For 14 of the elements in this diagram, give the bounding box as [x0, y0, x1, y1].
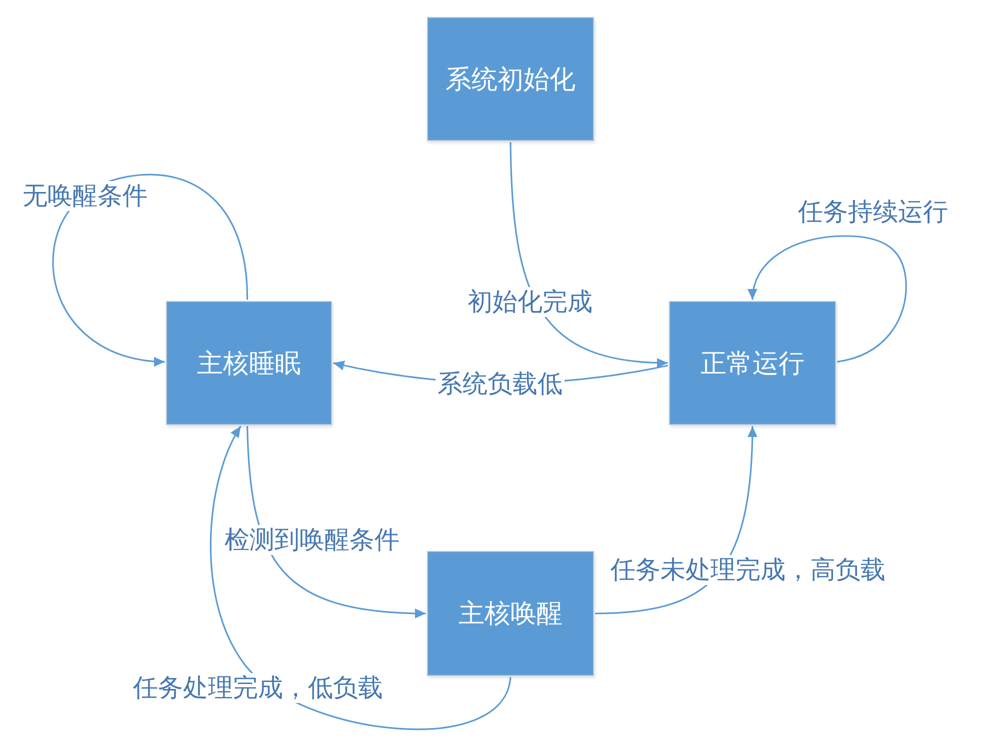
state-box: 系统初始化: [427, 17, 594, 141]
arrow: [210, 426, 512, 730]
state-box: 正常运行: [669, 301, 836, 425]
state-box: 主核唤醒: [427, 551, 594, 676]
arrow: [748, 235, 907, 363]
edge-label: 检测到唤醒条件: [222, 525, 402, 555]
state-box: 主核睡眠: [166, 301, 332, 425]
arrow: [52, 174, 248, 366]
arrow: [246, 426, 426, 618]
edge-label: 初始化完成: [466, 287, 594, 317]
edge-label: 无唤醒条件: [20, 181, 150, 211]
edge-label: 任务未处理完成，高负载: [608, 555, 888, 585]
arrow: [510, 142, 668, 368]
edge-label: 任务处理完成，低负载: [131, 673, 385, 703]
